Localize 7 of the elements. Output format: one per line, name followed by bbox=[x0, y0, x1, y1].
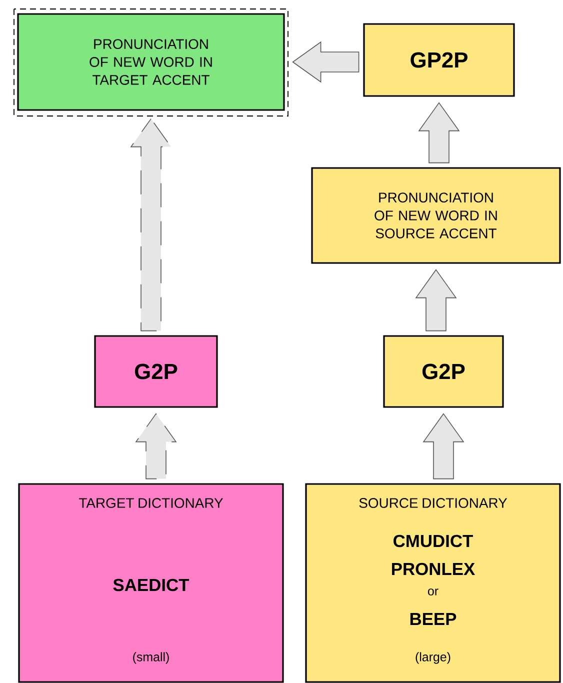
process-box: G2P bbox=[383, 335, 504, 408]
output-box: PRONUNCIATION OF NEW WORD IN SOURCE ACCENT bbox=[311, 167, 561, 264]
process-box: G2P bbox=[94, 335, 218, 408]
process-box: GP2P bbox=[363, 23, 515, 97]
dictionary-box: TARGET DICTIONARY SAEDICT (small) bbox=[18, 483, 284, 683]
output-box: PRONUNCIATION OF NEW WORD IN TARGET ACCENT bbox=[14, 8, 288, 116]
dictionary-box: SOURCE DICTIONARY CMUDICT PRONLEX or BEEP (large) bbox=[305, 483, 561, 683]
